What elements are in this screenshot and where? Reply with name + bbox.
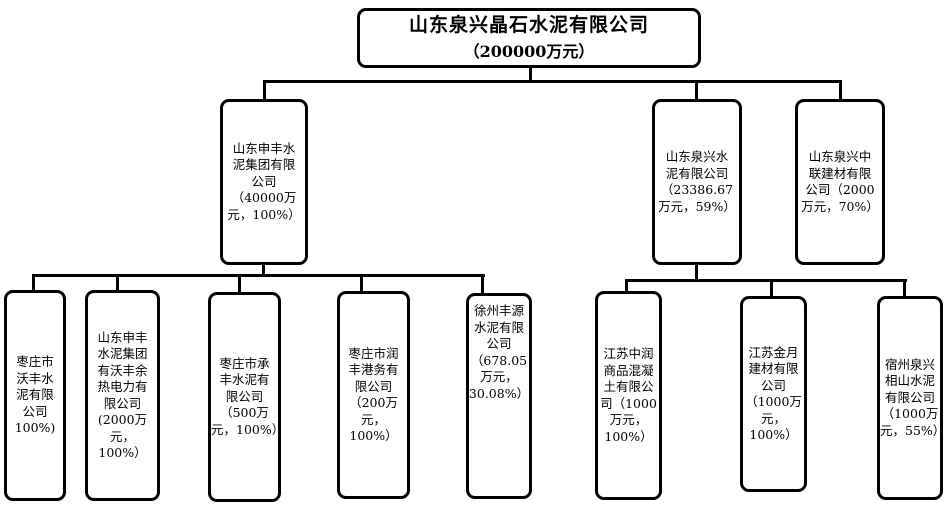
connector-left-bus — [32, 274, 485, 277]
connector-drop-zhongrun — [625, 279, 628, 293]
node-label: 徐州丰源 水泥有限 公司 （678.05 万元， 30.08%） — [468, 303, 530, 401]
node-label: 山东泉兴水 泥有限公司 （23386.67 万元，59%） — [658, 149, 736, 214]
connector-drop-fengyuan — [481, 274, 484, 295]
connector-drop-runfeng — [360, 274, 363, 293]
root-company-name: 山东泉兴晶石水泥有限公司 — [408, 14, 649, 37]
org-node-quanxing-cement: 山东泉兴水 泥有限公司 （23386.67 万元，59%） — [652, 99, 742, 265]
connector-drop-jinyue — [770, 279, 773, 298]
org-node-suzhou-quanxing-xiangshan-cement: 宿州泉兴 相山水泥 有限公司 （1000万 元，55%） — [877, 296, 946, 500]
connector-quanxing-stub — [695, 263, 698, 281]
node-label: 山东申丰 水泥集团 有沃丰余 热电力有 限公司 (2000万元， 100%） — [97, 329, 148, 461]
connector-drop-quanxing-zhonglian — [839, 80, 842, 102]
connector-drop-wofeng — [32, 274, 35, 292]
org-node-shenfeng-waste-heat-power: 山东申丰 水泥集团 有沃丰余 热电力有 限公司 (2000万元， 100%） — [85, 290, 160, 501]
org-node-root: 山东泉兴晶石水泥有限公司 （200000万元） — [357, 8, 701, 68]
node-label: 江苏中润 商品混凝 土有限公 司（1000 万元， 100%） — [600, 346, 657, 444]
node-label: 宿州泉兴 相山水泥 有限公司 （1000万 元，55%） — [880, 356, 946, 438]
connector-drop-waste-heat — [116, 274, 119, 292]
connector-shenfeng-stub — [262, 263, 265, 276]
connector-right-bus — [625, 279, 907, 282]
node-label: 枣庄市 沃丰水 泥有限 公司 100%) — [14, 354, 56, 436]
org-node-chengfeng-cement: 枣庄市承 丰水泥有 限公司 （500万 元，100%） — [208, 292, 285, 502]
node-label: 枣庄市润 丰港务有 限公司 （200万元， 100%） — [348, 345, 399, 444]
node-label: 枣庄市承 丰水泥有 限公司 （500万 元，100%） — [211, 355, 285, 437]
node-label: 江苏金月 建材有限 公司 （1000万 元， 100%） — [745, 344, 802, 443]
connector-drop-chengfeng — [238, 274, 241, 294]
connector-drop-shenfeng — [263, 80, 266, 102]
node-label: 山东泉兴中 联建材有限 公司（2000 万元，70%） — [801, 149, 879, 214]
connector-level2-bus — [263, 80, 842, 83]
root-company-capital: （200000万元） — [463, 42, 595, 62]
connector-drop-xiangshan — [903, 279, 906, 298]
org-node-runfeng-port: 枣庄市润 丰港务有 限公司 （200万元， 100%） — [337, 291, 410, 499]
org-node-quanxing-zhonglian-materials: 山东泉兴中 联建材有限 公司（2000 万元，70%） — [795, 99, 885, 265]
org-node-jiangsu-jinyue-materials: 江苏金月 建材有限 公司 （1000万 元， 100%） — [740, 296, 807, 492]
org-node-wofeng-cement: 枣庄市 沃丰水 泥有限 公司 100%) — [4, 290, 66, 501]
org-node-jiangsu-zhongrun-concrete: 江苏中润 商品混凝 土有限公 司（1000 万元， 100%） — [595, 291, 662, 500]
connector-drop-quanxing-cement — [695, 80, 698, 102]
org-node-shenfeng-cement-group: 山东申丰水 泥集团有限 公司 （40000万 元，100%） — [220, 99, 308, 265]
connector-root-stub — [529, 66, 532, 83]
node-label: 山东申丰水 泥集团有限 公司 （40000万 元，100%） — [227, 140, 301, 222]
org-node-xuzhou-fengyuan-cement: 徐州丰源 水泥有限 公司 （678.05 万元， 30.08%） — [466, 293, 532, 499]
